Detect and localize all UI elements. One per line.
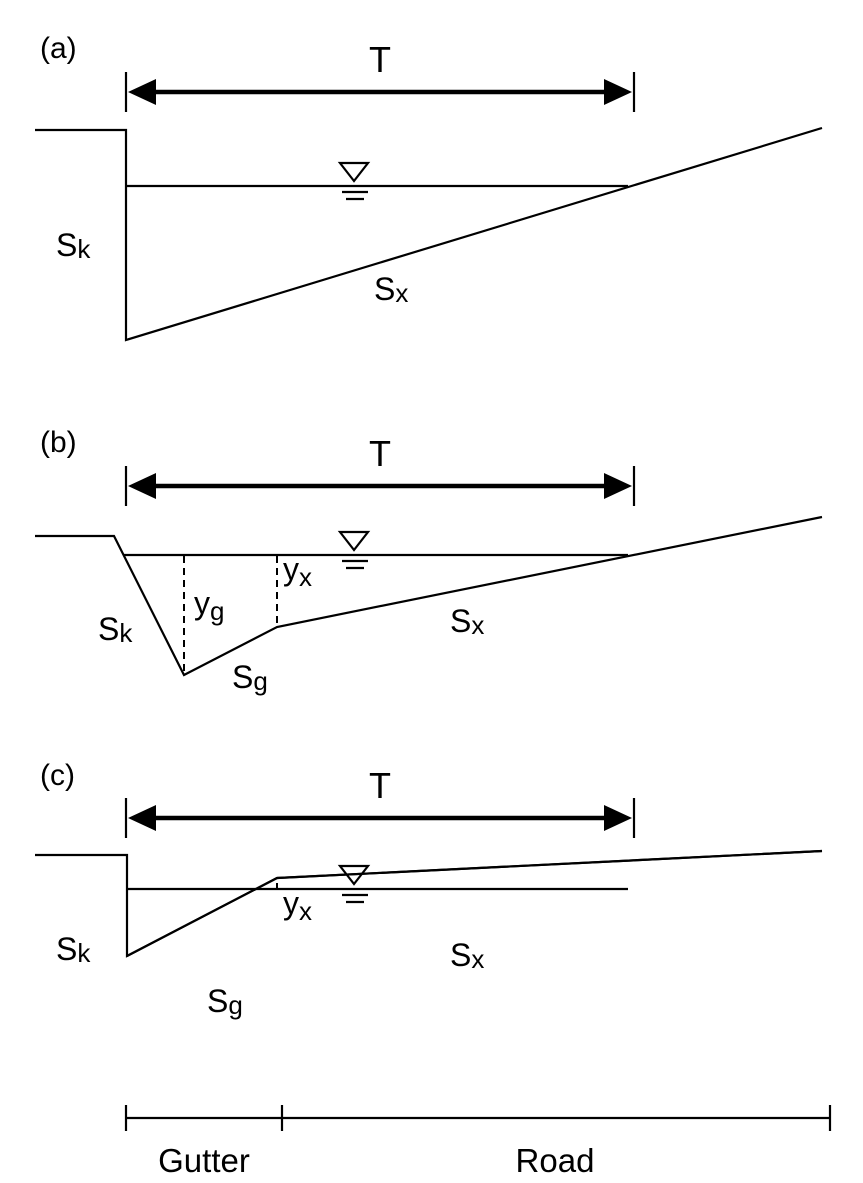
channel-outline-c xyxy=(35,849,823,958)
arrowhead-left-icon xyxy=(128,79,156,105)
panel-b-tag: (b) xyxy=(40,426,77,459)
gutter-extent-label: Gutter xyxy=(158,1142,250,1179)
channel-outline-b xyxy=(35,515,823,677)
arrowhead-left-icon xyxy=(128,473,156,499)
water-level-icon xyxy=(337,864,371,904)
top-width-label: T xyxy=(369,39,391,80)
extent-scale: Gutter Road xyxy=(124,1105,832,1179)
gutter-bed-c xyxy=(126,877,278,957)
arrowhead-right-icon xyxy=(604,805,632,831)
cross-slope-label-c: Sx xyxy=(450,937,484,974)
channel-outline-a xyxy=(35,126,823,342)
road-extent-label: Road xyxy=(516,1142,595,1179)
top-width-dimension-a: T xyxy=(124,39,636,112)
arrowhead-left-icon xyxy=(128,805,156,831)
gutter-depth-label: yg xyxy=(194,585,224,626)
panel-c: (c) T Sk yx Sg Sx xyxy=(35,759,823,1020)
curb-slope-label-a: Sk xyxy=(56,227,91,264)
panel-a: (a) T Sk Sx xyxy=(35,32,823,342)
panel-a-tag: (a) xyxy=(40,32,77,65)
arrowhead-right-icon xyxy=(604,473,632,499)
road-surface-c xyxy=(276,849,823,880)
top-width-dimension-b: T xyxy=(124,433,636,506)
cross-slope-label-a: Sx xyxy=(374,271,408,308)
panel-b: (b) T Sk yg yx Sg Sx xyxy=(35,426,823,696)
top-width-dimension-c: T xyxy=(124,765,636,838)
gutter-slope-label-c: Sg xyxy=(207,983,243,1020)
curb-slope-label-b: Sk xyxy=(98,611,133,648)
top-width-label: T xyxy=(369,433,391,474)
panel-c-tag: (c) xyxy=(40,759,75,792)
gutter-slope-label-b: Sg xyxy=(232,659,268,696)
arrowhead-right-icon xyxy=(604,79,632,105)
road-depth-label-b: yx xyxy=(283,551,312,592)
water-level-icon xyxy=(337,161,371,201)
top-width-label: T xyxy=(369,765,391,806)
cross-slope-label-b: Sx xyxy=(450,603,484,640)
curb-slope-label-c: Sk xyxy=(56,931,91,968)
road-depth-label-c: yx xyxy=(283,885,312,926)
water-level-icon xyxy=(337,530,371,570)
